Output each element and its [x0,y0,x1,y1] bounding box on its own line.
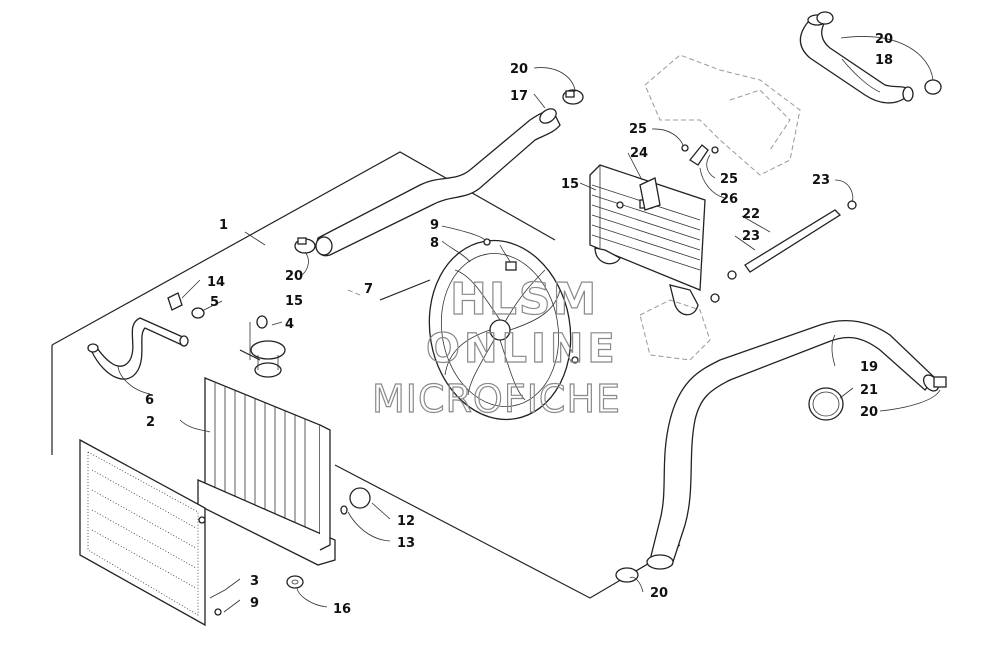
callout-25-left: 25 [629,122,647,137]
callout-17: 17 [510,89,528,104]
mounting-bracket [639,144,719,211]
watermark-line-2: ONLINE [426,326,619,372]
leader-lines [117,36,941,613]
frame-reference-dashed [639,54,801,361]
callout-19: 19 [860,360,878,375]
callout-1: 1 [219,218,228,233]
callout-24: 24 [630,146,648,161]
callout-26: 26 [720,192,738,207]
callout-23-top: 23 [812,173,830,188]
lower-hose [615,320,947,583]
breather-tube [710,200,857,303]
hose-clamp-upper [562,89,584,105]
spring-clamp [808,387,844,421]
callout-15-left: 15 [285,294,303,309]
callout-12: 12 [397,514,415,529]
cooling-fan [428,238,579,421]
callout-20-mid: 20 [285,269,303,284]
callout-2: 2 [146,415,155,430]
callout-8: 8 [430,236,439,251]
callout-21: 21 [860,383,878,398]
callout-7: 7 [364,282,373,297]
callout-25-right: 25 [720,172,738,187]
radiator-cap [249,322,286,378]
watermark: HLSM ONLINE MICROFICHE [371,273,621,421]
watermark-line-1: HLSM [450,274,598,325]
callout-22: 22 [742,207,760,222]
callout-6: 6 [145,393,154,408]
drain-plug [167,292,183,311]
callout-14: 14 [207,275,225,290]
fitting-cap [340,487,371,515]
upper-hose [315,108,561,257]
callout-18: 18 [875,53,893,68]
bushing [286,575,304,589]
overflow-hose [87,317,189,380]
hose-clamp-mid [294,237,316,254]
radiator [197,377,336,566]
callout-16: 16 [333,602,351,617]
fan-mount-ref [347,279,431,301]
callout-20-top: 20 [510,62,528,77]
callout-3: 3 [250,574,259,589]
callouts: 1 2 3 4 5 6 7 8 9 9 12 13 14 15 15 16 17… [145,32,893,617]
callout-23-bottom: 23 [742,229,760,244]
callout-20-bottom: 20 [650,586,668,601]
callout-20-right: 20 [860,405,878,420]
callout-15-right: 15 [561,177,579,192]
callout-13: 13 [397,536,415,551]
oil-cooler [589,164,706,316]
bypass-hose [799,11,942,104]
callout-20-topright: 20 [875,32,893,47]
callout-5: 5 [210,295,219,310]
callout-9-top: 9 [430,218,439,233]
cap-gasket [256,315,268,329]
radiator-screen [79,438,222,627]
callout-9-bottom: 9 [250,596,259,611]
callout-4: 4 [285,317,294,332]
watermark-line-3: MICROFICHE [372,377,621,421]
grommet [191,307,205,319]
